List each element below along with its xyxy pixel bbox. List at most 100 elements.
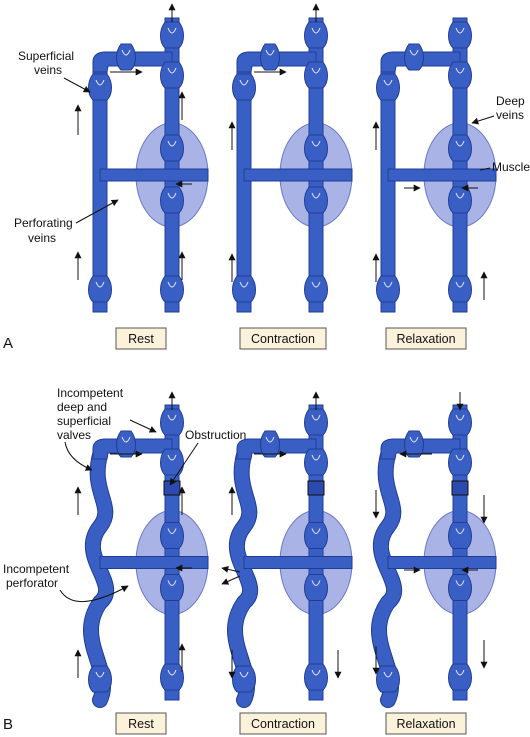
valve-cusp: [265, 436, 275, 443]
state-box-a-relaxation: [385, 327, 467, 350]
valve-cusp: [311, 528, 321, 534]
valve-cusp: [311, 669, 321, 676]
label-muscle: Muscle: [492, 160, 530, 174]
arrow-icon: [64, 441, 93, 471]
valve-cusp: [167, 67, 177, 74]
valve-icon: [160, 275, 184, 303]
arrow-icon: [59, 585, 129, 602]
valve-cusp: [167, 580, 177, 586]
valve-cusp: [95, 671, 105, 678]
valve-icon: [116, 43, 136, 71]
valve-icon: [448, 186, 472, 214]
valve-icon: [304, 186, 328, 214]
valve-cusp: [311, 414, 321, 421]
valve-cusp: [455, 454, 465, 461]
valve-cusp: [383, 281, 393, 288]
valve-cusp: [455, 528, 465, 534]
valve-icon: [448, 275, 472, 303]
obstruction-icon: [307, 480, 325, 496]
valve-icon: [448, 663, 472, 691]
superficial-vein: [228, 448, 258, 707]
valve-cusp: [383, 671, 393, 678]
valve-icon: [160, 186, 184, 214]
valve-icon: [260, 430, 280, 458]
label-superficial-veins-1: Superficial: [18, 49, 74, 63]
valve-icon: [160, 408, 184, 436]
valve-icon: [448, 574, 472, 601]
state-label-a-contraction: Contraction: [251, 332, 315, 346]
valve-cusp: [95, 281, 105, 288]
perforating-vein: [387, 168, 497, 182]
valve-cusp: [311, 192, 321, 199]
valve-icon: [160, 21, 184, 49]
valve-icon: [376, 275, 400, 303]
panel-a-relaxation-unit: [376, 17, 497, 313]
valve-icon: [232, 73, 256, 101]
label-incompetent-valves-4: valves: [57, 428, 91, 442]
state-label-a-rest: Rest: [128, 332, 154, 346]
valve-cusp: [409, 436, 419, 443]
valve-cusp: [455, 414, 465, 421]
valve-icon: [448, 134, 472, 162]
valve-cusp: [167, 414, 177, 421]
panel-b-contraction-unit: [227, 404, 353, 708]
valve-cusp: [455, 67, 465, 74]
arrow-icon: [221, 565, 241, 573]
valve-icon: [448, 522, 472, 549]
valve-icon: [260, 43, 280, 71]
panel-b-relaxation-unit: [371, 404, 497, 708]
valve-icon: [304, 134, 328, 162]
label-deep-veins-1: Deep: [496, 94, 525, 108]
valve-cusp: [167, 27, 177, 34]
valve-icon: [448, 448, 472, 476]
perforating-vein: [99, 556, 209, 569]
valve-icon: [376, 665, 400, 693]
arrow-icon: [63, 77, 91, 93]
state-label-b-rest: Rest: [128, 717, 154, 731]
valve-icon: [448, 61, 472, 89]
valve-icon: [304, 663, 328, 691]
arrow-icon: [221, 575, 241, 585]
valve-cusp: [167, 669, 177, 676]
valve-icon: [88, 275, 112, 303]
label-perforating-veins-1: Perforating: [14, 216, 73, 230]
panel-letter-a: A: [3, 335, 13, 352]
valve-cusp: [455, 281, 465, 288]
valve-cusp: [311, 67, 321, 74]
valve-icon: [304, 61, 328, 89]
arrow-icon: [129, 419, 157, 433]
panel-b-rest-unit: [83, 404, 209, 708]
valve-cusp: [311, 580, 321, 586]
label-incompetent-perforator-1: Incompetent: [3, 562, 70, 576]
state-box-a-contraction: [239, 327, 327, 350]
valve-icon: [232, 275, 256, 303]
valve-cusp: [167, 528, 177, 534]
valve-cusp: [121, 436, 131, 443]
valve-icon: [160, 663, 184, 691]
valve-cusp: [311, 140, 321, 147]
valve-icon: [304, 574, 328, 601]
label-obstruction: Obstruction: [185, 428, 246, 442]
valve-cusp: [167, 140, 177, 147]
state-label-b-contraction: Contraction: [251, 717, 315, 731]
valve-icon: [376, 73, 400, 101]
label-incompetent-valves-1: Incompetent: [57, 386, 124, 400]
valve-icon: [404, 43, 424, 71]
valve-icon: [304, 448, 328, 476]
valve-cusp: [455, 192, 465, 199]
deep-vein: [452, 17, 468, 313]
muscle-leader-line: [479, 167, 491, 171]
arrow-icon: [471, 115, 495, 125]
flow-arrows: [74, 3, 488, 679]
label-perforating-veins-2: veins: [28, 231, 56, 245]
valve-cusp: [239, 281, 249, 288]
valve-icon: [160, 522, 184, 549]
valve-cusp: [455, 140, 465, 147]
valve-cusp: [311, 454, 321, 461]
valve-icon: [160, 574, 184, 601]
perforating-vein: [387, 556, 497, 569]
valve-icon: [304, 408, 328, 436]
state-label-a-relaxation: Relaxation: [396, 332, 455, 346]
label-incompetent-valves-3: superficial: [57, 414, 111, 428]
